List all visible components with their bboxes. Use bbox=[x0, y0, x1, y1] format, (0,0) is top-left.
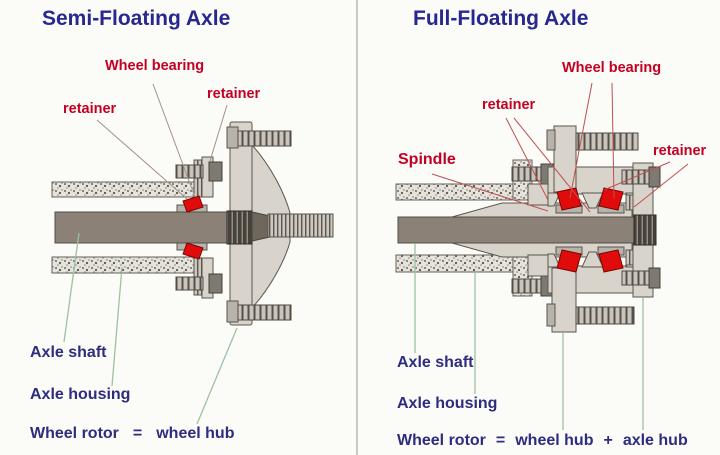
wheel-stud-top-head bbox=[226, 126, 239, 149]
wheel-bearing-lower bbox=[182, 242, 204, 260]
wheel-bearing-upper bbox=[182, 195, 204, 213]
leader-spindle bbox=[431, 173, 549, 212]
wheel-bearing-upper-inner bbox=[598, 187, 624, 211]
semi-axle-housing-label: Axle housing bbox=[30, 386, 131, 403]
wheel-hub-post-bottom bbox=[551, 267, 577, 333]
wheel-stud-bottom-head bbox=[546, 303, 556, 327]
threaded-end bbox=[267, 213, 334, 238]
semi-floating-diagram bbox=[51, 83, 334, 425]
retainer-bolt-upper bbox=[175, 164, 204, 179]
axle-shaft bbox=[54, 211, 236, 244]
axle-housing-top bbox=[51, 181, 195, 198]
wheel-bearing-lower-outer bbox=[556, 249, 582, 273]
retainer-nut-upper bbox=[208, 161, 223, 182]
semi-axle-shaft-label: Axle shaft bbox=[30, 344, 107, 361]
retainer-nut-lower bbox=[208, 273, 223, 294]
semi-retainer-right-label: retainer bbox=[207, 86, 261, 102]
full-retainer-left-label: retainer bbox=[482, 97, 536, 113]
leader-retainer-left bbox=[96, 119, 188, 200]
full-eq-wheel-rotor: Wheel rotor bbox=[397, 432, 486, 449]
leader-wheel-bearing bbox=[152, 83, 196, 198]
hub-stud-bottom bbox=[621, 270, 651, 286]
hub-race-wedge-bottom bbox=[581, 251, 604, 268]
semi-wheel-bearing-label: Wheel bearing bbox=[105, 58, 205, 74]
semi-retainer-left-label: retainer bbox=[63, 101, 117, 117]
leader-wheel-hub bbox=[196, 327, 238, 425]
semi-eq-equals: = bbox=[132, 425, 143, 442]
full-eq-axle-hub: axle hub bbox=[622, 432, 688, 449]
wheel-stud-top bbox=[575, 132, 639, 151]
full-eq-equals: = bbox=[495, 432, 506, 449]
hub-race-left-top bbox=[547, 192, 561, 207]
hub-race-wedge-top bbox=[581, 192, 604, 209]
leader-wheel-bearing-1 bbox=[569, 82, 593, 199]
spline-section bbox=[226, 210, 253, 245]
leader-retainer-right-2 bbox=[633, 163, 689, 208]
wheel-stud-bottom-head bbox=[226, 300, 239, 323]
axle-shaft bbox=[397, 216, 637, 244]
retainer-bolt-lower bbox=[175, 276, 204, 291]
leader-retainer-right bbox=[209, 104, 228, 162]
axle-housing-top bbox=[395, 183, 522, 201]
leader-axle-shaft bbox=[63, 232, 80, 343]
full-eq-wheel-hub: wheel hub bbox=[515, 432, 594, 449]
full-eq-plus: + bbox=[603, 432, 613, 449]
wheel-stud-top-head bbox=[546, 129, 556, 151]
leader-axle-housing bbox=[111, 266, 123, 387]
hub-stud-nut-top bbox=[648, 166, 661, 188]
spindle-bolt-lower bbox=[511, 278, 543, 294]
wheel-stud-bottom bbox=[575, 306, 635, 325]
semi-floating-title: Semi-Floating Axle bbox=[42, 7, 231, 30]
wheel-stud-top bbox=[237, 130, 292, 147]
semi-eq-wheel-rotor: Wheel rotor bbox=[30, 425, 119, 442]
full-floating-title: Full-Floating Axle bbox=[413, 7, 589, 30]
full-axle-housing-label: Axle housing bbox=[397, 395, 498, 412]
leader-retainer-left-1 bbox=[505, 117, 549, 201]
leader-retainer-left-2 bbox=[513, 117, 591, 213]
panel-divider bbox=[356, 0, 358, 455]
semi-eq-wheel-hub: wheel hub bbox=[156, 425, 235, 442]
hub-race-left-bottom bbox=[547, 253, 561, 268]
wheel-bearing-lower-inner bbox=[598, 249, 624, 273]
axle-spline-end bbox=[633, 214, 657, 246]
full-retainer-right-label: retainer bbox=[653, 143, 707, 159]
wheel-stud-bottom bbox=[237, 304, 292, 321]
full-floating-diagram bbox=[395, 82, 689, 430]
leader-retainer-right-1 bbox=[603, 161, 671, 191]
wheel-bearing-upper-outer bbox=[556, 187, 582, 211]
semi-equation: Wheel rotor = wheel hub bbox=[30, 425, 248, 443]
full-spindle-label: Spindle bbox=[398, 151, 456, 168]
full-equation: Wheel rotor = wheel hub + axle hub bbox=[397, 432, 698, 450]
leader-wheel-bearing-2 bbox=[611, 82, 615, 199]
shaft-taper bbox=[251, 211, 271, 242]
full-axle-shaft-label: Axle shaft bbox=[397, 354, 474, 371]
hub-stud-nut-bottom bbox=[648, 267, 661, 289]
full-wheel-bearing-label: Wheel bearing bbox=[562, 60, 662, 76]
